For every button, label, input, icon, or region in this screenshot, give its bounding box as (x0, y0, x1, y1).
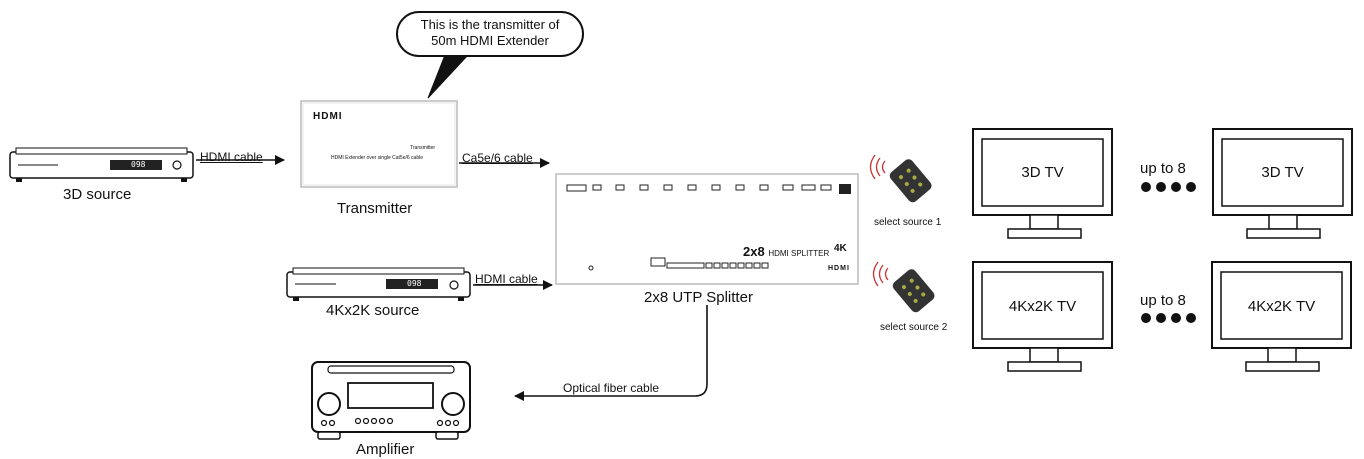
dots-row-2 (1141, 313, 1196, 323)
tv-3d-left (972, 128, 1113, 239)
label-transmitter: Transmitter (337, 200, 413, 217)
amplifier-device (311, 361, 471, 440)
dvd-player-3d-source (9, 147, 194, 182)
player-display-top: 098 (131, 160, 146, 169)
splitter-4k-badge: 4K (834, 243, 847, 254)
speech-bubble-text: This is the transmitter of 50m HDMI Exte… (400, 17, 580, 49)
dvd-player-4k-source (286, 267, 471, 301)
splitter-hdmi-logo: HDMI (828, 265, 850, 272)
tv-3d-right (1212, 128, 1353, 239)
player-display-bottom: 098 (407, 279, 422, 288)
up-to-label-2: up to 8 (1140, 292, 1186, 309)
cable-label-hdmi-1: HDMI cable (200, 150, 263, 164)
tv-4k-right (1211, 261, 1352, 372)
label-4k-source: 4Kx2K source (326, 302, 420, 319)
speech-bubble (396, 11, 584, 99)
splitter-model-suffix: HDMI SPLITTER (768, 249, 830, 258)
label-splitter: 2x8 UTP Splitter (644, 289, 753, 306)
transmitter-hdmi-logo: HDMI (313, 111, 343, 122)
splitter-model: 2x8 (743, 244, 765, 259)
remote-control-2 (872, 261, 935, 313)
up-to-label-1: up to 8 (1140, 160, 1186, 177)
dots-row-1 (1141, 182, 1196, 192)
speech-bubble-line-1: This is the transmitter of (420, 17, 560, 32)
label-3d-source: 3D source (63, 186, 132, 203)
tv-label-3d-left: 3D TV (1021, 164, 1064, 181)
tv-label-4k-left: 4Kx2K TV (1008, 298, 1077, 315)
splitter-model-label: 2x8 HDMI SPLITTER (743, 244, 829, 259)
transmitter-box (300, 100, 458, 188)
tv-4k-left (972, 261, 1113, 372)
remote-label-source-2: select source 2 (880, 322, 948, 333)
speech-bubble-line-2: 50m HDMI Extender (431, 33, 549, 48)
cable-label-optical: Optical fiber cable (563, 381, 660, 395)
tv-label-3d-right: 3D TV (1261, 164, 1304, 181)
remote-label-source-1: select source 1 (874, 217, 942, 228)
tv-label-4k-right: 4Kx2K TV (1247, 298, 1316, 315)
transmitter-panel-line-2: HDMI Extender over single Cat5e/6 cable (331, 155, 423, 161)
splitter-box (555, 173, 859, 285)
remote-control-1 (869, 154, 932, 203)
label-amplifier: Amplifier (356, 441, 415, 458)
cable-label-hdmi-2: HDMI cable (475, 272, 538, 286)
arrow-optical-splitter-to-amplifier (514, 305, 708, 401)
cable-label-cat: Ca5e/6 cable (462, 151, 533, 165)
transmitter-panel-line-1: Transmitter (410, 145, 436, 151)
